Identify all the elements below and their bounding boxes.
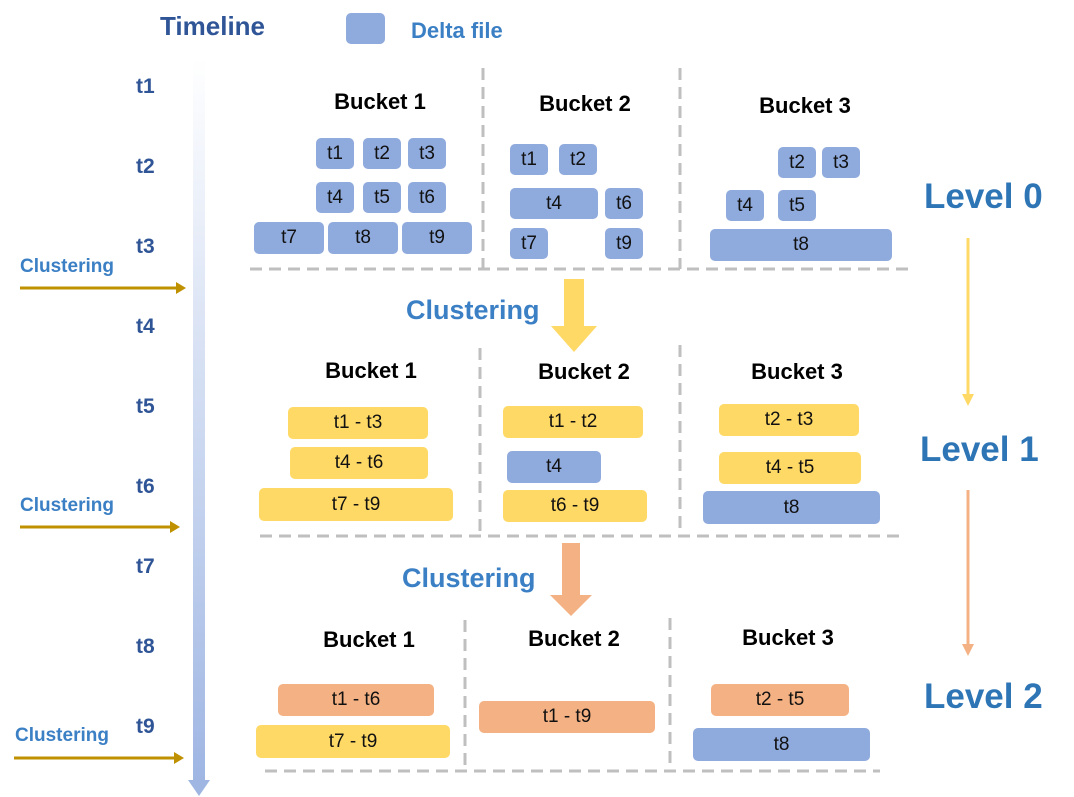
delta-file: t1 - t2 xyxy=(503,406,643,438)
delta-file: t4 - t5 xyxy=(719,452,861,484)
delta-file: t2 xyxy=(559,144,597,175)
delta-file: t6 xyxy=(605,188,643,219)
delta-file: t8 xyxy=(710,229,892,261)
clustering-big-arrow-1 xyxy=(551,279,597,352)
delta-file: t6 - t9 xyxy=(503,490,647,522)
delta-file: t7 xyxy=(510,228,548,259)
timeline-label: t2 xyxy=(136,155,155,178)
delta-file: t4 xyxy=(507,451,601,483)
delta-file: t4 - t6 xyxy=(290,447,428,479)
delta-file: t5 xyxy=(778,190,816,221)
level0-to-level1-arrow xyxy=(962,238,974,406)
timeline-label: t9 xyxy=(136,715,155,738)
timeline-label: t7 xyxy=(136,555,155,578)
legend-swatch xyxy=(346,13,385,44)
delta-file: t7 - t9 xyxy=(259,488,453,521)
bucket-title: Bucket 2 xyxy=(538,359,630,384)
delta-file: t2 xyxy=(363,138,401,169)
side-clustering-label: Clustering xyxy=(20,256,114,277)
delta-file: t8 xyxy=(693,728,870,761)
level-label: Level 0 xyxy=(924,177,1043,216)
delta-file: t3 xyxy=(408,138,446,169)
legend-label: Delta file xyxy=(411,18,503,43)
timeline-title: Timeline xyxy=(160,11,266,41)
delta-file: t4 xyxy=(726,190,764,221)
delta-file: t1 - t9 xyxy=(479,701,655,733)
delta-file: t1 - t3 xyxy=(288,407,428,439)
level-label: Level 2 xyxy=(924,677,1043,716)
bucket-title: Bucket 1 xyxy=(325,358,417,383)
bucket-title: Bucket 2 xyxy=(539,91,631,116)
timeline-label: t3 xyxy=(136,235,155,258)
delta-file: t1 - t6 xyxy=(278,684,434,716)
delta-file: t1 xyxy=(316,138,354,169)
delta-file: t5 xyxy=(363,182,401,213)
delta-file: t6 xyxy=(408,182,446,213)
delta-file: t8 xyxy=(703,491,880,524)
bucket-title: Bucket 3 xyxy=(742,625,834,650)
side-clustering-label: Clustering xyxy=(15,725,109,746)
timeline-label: t5 xyxy=(136,395,155,418)
timeline-label: t8 xyxy=(136,635,155,658)
delta-file: t7 xyxy=(254,222,324,254)
timeline-label: t1 xyxy=(136,75,155,98)
timeline-label: t4 xyxy=(136,315,155,338)
side-clustering-arrow-1 xyxy=(20,282,186,294)
mid-clustering-label: Clustering xyxy=(402,563,536,593)
delta-file: t3 xyxy=(822,147,860,178)
delta-file: t1 xyxy=(510,144,548,175)
mid-clustering-label: Clustering xyxy=(406,295,540,325)
side-clustering-arrow-3 xyxy=(14,752,184,764)
side-clustering-arrow-2 xyxy=(20,521,180,533)
timeline-arrow-head xyxy=(188,780,210,796)
delta-file: t4 xyxy=(316,182,354,213)
bucket-title: Bucket 2 xyxy=(528,626,620,651)
bucket-title: Bucket 1 xyxy=(334,89,426,114)
delta-file: t2 - t5 xyxy=(711,684,849,716)
timeline-bar xyxy=(193,58,205,780)
delta-file: t9 xyxy=(605,228,643,259)
bucket-title: Bucket 3 xyxy=(751,359,843,384)
bucket-title: Bucket 1 xyxy=(323,627,415,652)
bucket-title: Bucket 3 xyxy=(759,93,851,118)
side-clustering-label: Clustering xyxy=(20,495,114,516)
timeline-label: t6 xyxy=(136,475,155,498)
delta-file: t4 xyxy=(510,188,598,219)
delta-file: t7 - t9 xyxy=(256,725,450,758)
delta-file: t2 - t3 xyxy=(719,404,859,436)
clustering-big-arrow-2 xyxy=(550,543,592,616)
delta-file: t9 xyxy=(402,222,472,254)
level1-to-level2-arrow xyxy=(962,490,974,656)
level-label: Level 1 xyxy=(920,430,1039,469)
delta-file: t2 xyxy=(778,147,816,178)
delta-file: t8 xyxy=(328,222,398,254)
